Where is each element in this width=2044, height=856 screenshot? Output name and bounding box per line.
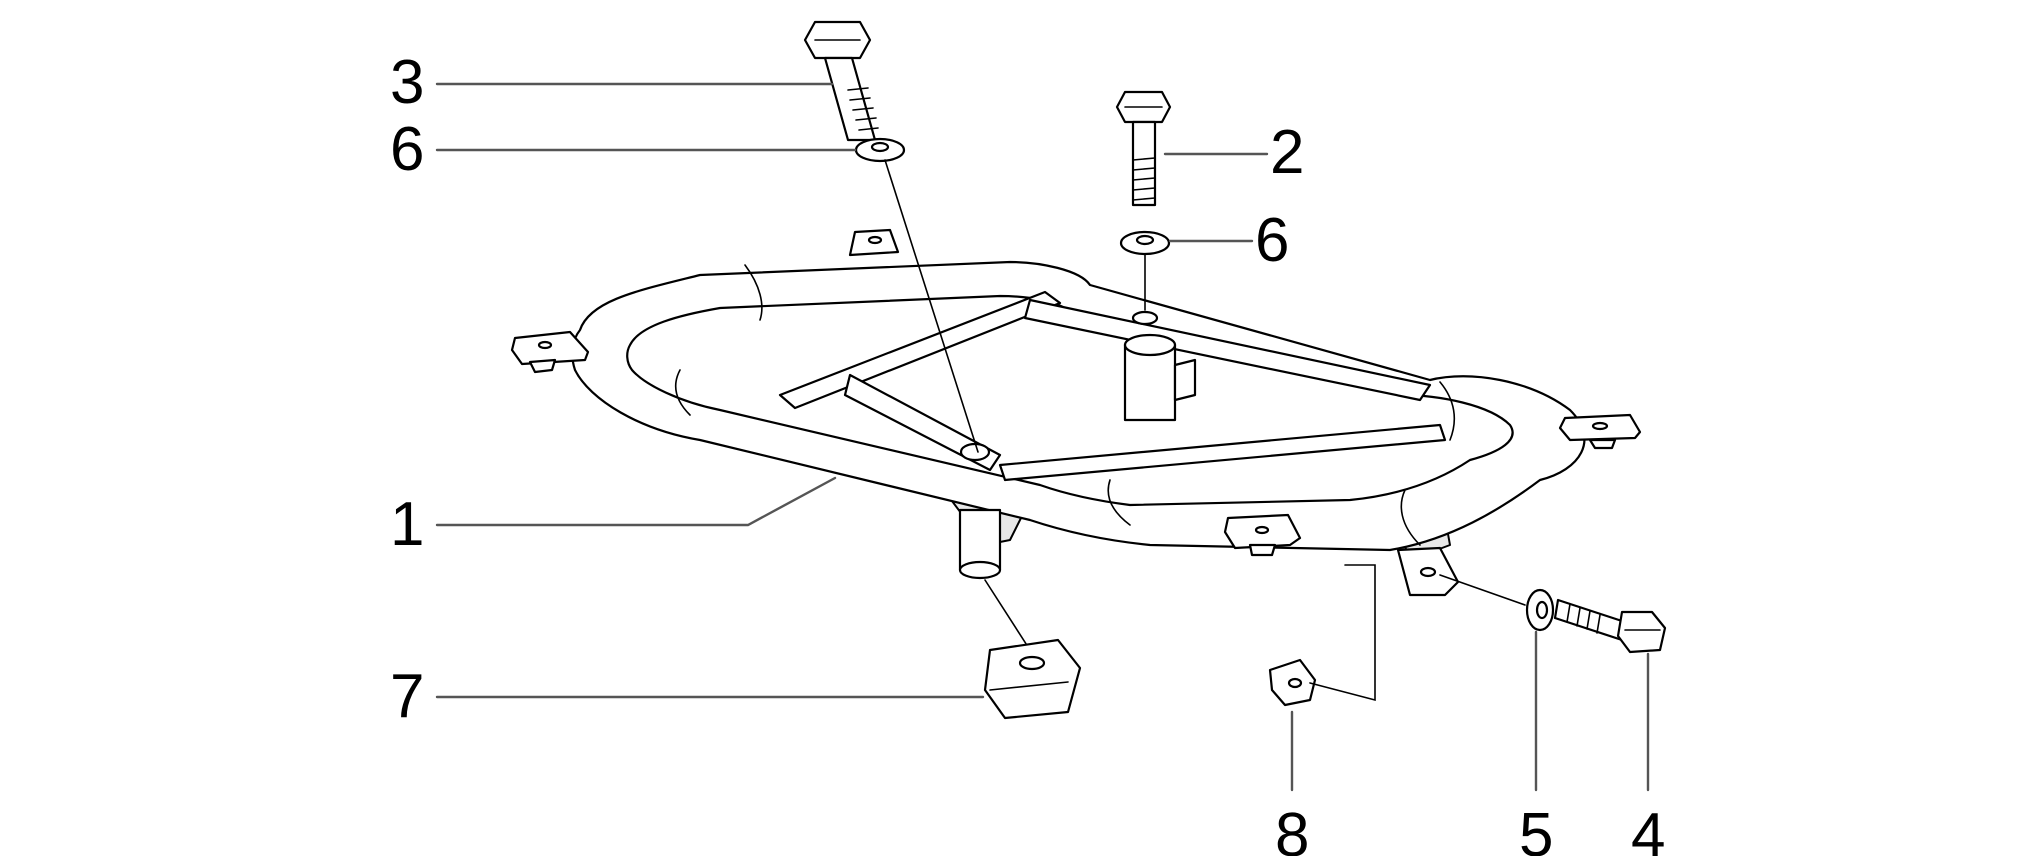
leader-1 bbox=[435, 476, 837, 527]
bolt-3-axis bbox=[884, 159, 1031, 651]
callout-2: 2 bbox=[1270, 118, 1304, 187]
callout-6-left: 6 bbox=[390, 115, 424, 184]
frame-boss-top bbox=[1123, 333, 1177, 357]
bolt-4-shank bbox=[1553, 598, 1627, 642]
bolt-4-axis bbox=[1439, 574, 1526, 606]
frame-assembly bbox=[510, 228, 1642, 580]
bolt-2-shank bbox=[1131, 120, 1157, 207]
washer-6-center bbox=[1119, 230, 1171, 256]
frame-column-end bbox=[958, 560, 1002, 580]
bolt-4-head bbox=[1616, 610, 1667, 654]
callout-6-center: 6 bbox=[1255, 206, 1289, 275]
frame-crossbar-inner bbox=[843, 373, 1002, 472]
frame-joint bbox=[744, 264, 763, 321]
clip-nut-7-body bbox=[983, 638, 1082, 720]
frame-crossbar-right bbox=[998, 423, 1447, 482]
frame-boss-hole bbox=[1131, 310, 1159, 326]
frame-mount-tab-top bbox=[848, 228, 900, 257]
frame-joint bbox=[674, 369, 691, 416]
callout-7: 7 bbox=[390, 662, 424, 731]
frame-center-boss bbox=[1123, 343, 1177, 422]
callout-5: 5 bbox=[1519, 801, 1553, 856]
clip-nut-7-hole bbox=[1018, 655, 1046, 671]
frame-mount-tab-right bbox=[1558, 413, 1642, 450]
frame-joint bbox=[1400, 489, 1421, 546]
frame-joint bbox=[1107, 479, 1131, 526]
clip-nut-7 bbox=[983, 638, 1082, 720]
bolt-4-thread bbox=[1566, 603, 1601, 634]
bolt-4 bbox=[1553, 598, 1667, 654]
clip-nut-8 bbox=[1268, 658, 1317, 707]
clip-nut-8-axis bbox=[1309, 564, 1376, 702]
bolt-3-thread bbox=[847, 87, 879, 131]
frame-crossbar-top bbox=[1023, 298, 1432, 402]
bolt-2-thread bbox=[1132, 157, 1156, 201]
bracket-tab-rear bbox=[1396, 546, 1460, 597]
bolt-2 bbox=[1115, 90, 1172, 207]
callout-4: 4 bbox=[1631, 801, 1665, 856]
frame-mount-tab-bottom bbox=[1223, 513, 1302, 557]
washer-5 bbox=[1525, 588, 1555, 632]
washer-6-left bbox=[854, 137, 906, 163]
frame-joint bbox=[1439, 381, 1456, 441]
frame-mount-tab-left bbox=[510, 330, 590, 374]
frame-boss-tab bbox=[1173, 358, 1197, 402]
bolt-3 bbox=[803, 20, 879, 142]
callout-8: 8 bbox=[1275, 801, 1309, 856]
callout-1: 1 bbox=[390, 490, 424, 559]
frame-pivot-hole bbox=[959, 442, 991, 462]
callout-3: 3 bbox=[390, 48, 424, 117]
